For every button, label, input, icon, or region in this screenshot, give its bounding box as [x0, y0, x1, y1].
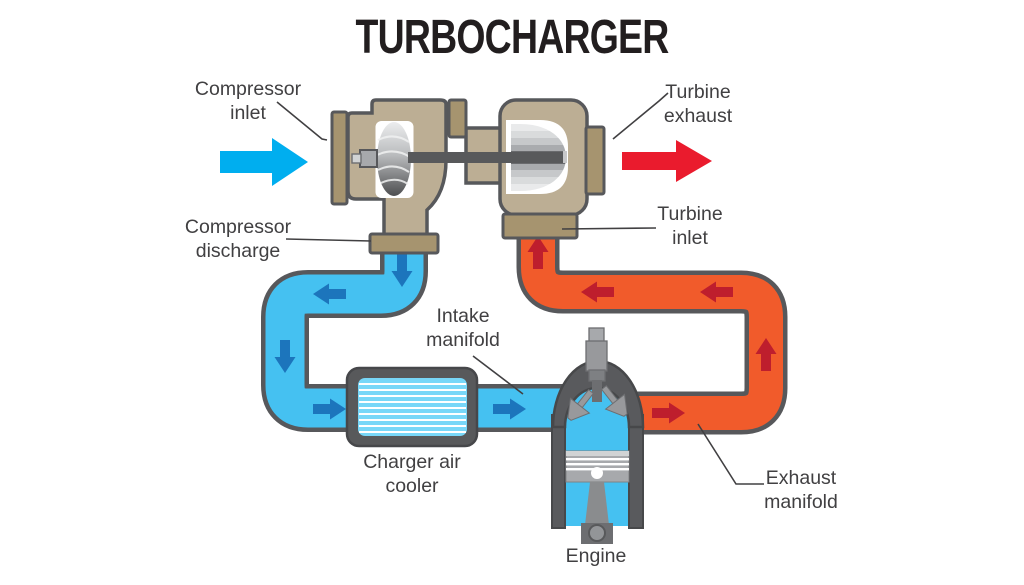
compressor-discharge-flange	[368, 232, 440, 255]
label-engine: Engine	[565, 545, 627, 567]
leader-exhaust-manifold	[697, 423, 764, 485]
spark-plug-icon	[585, 327, 608, 402]
wrist-pin	[591, 467, 603, 479]
charge-air-cooler	[345, 366, 479, 448]
label-compressor-discharge: Compressor discharge	[184, 216, 292, 262]
compressor-wheel	[376, 122, 411, 196]
exhaust-valve-icon	[600, 384, 628, 417]
cylinder-wall-right	[628, 414, 644, 529]
leader-compressor-discharge	[285, 238, 372, 242]
crank-pin	[588, 524, 606, 542]
intake-pipe-core	[265, 242, 597, 428]
exhaust-air-arrow-icon	[622, 140, 712, 182]
shaft-nose	[359, 149, 378, 168]
leader-intake-manifold	[472, 355, 524, 395]
compressor-inlet-flange	[330, 110, 349, 206]
turbine-inlet-flange	[501, 212, 579, 240]
leader-turbine-inlet	[561, 227, 657, 230]
intake-valve-icon	[567, 388, 595, 421]
diagram-title: TURBOCHARGER	[355, 11, 669, 64]
label-charger-air-cooler: Charger air cooler	[363, 451, 461, 497]
turbocharger-unit	[330, 98, 606, 255]
label-turbine-inlet: Turbine inlet	[657, 203, 723, 249]
exhaust-manifold-pipe	[516, 236, 788, 435]
connecting-rod	[585, 482, 609, 525]
label-exhaust-manifold: Exhaust manifold	[764, 467, 838, 513]
turbo-shaft	[408, 152, 566, 163]
intake-air-pipe	[261, 242, 597, 432]
shaft-end-cap	[563, 151, 567, 163]
leader-lines	[276, 92, 764, 485]
leader-compressor-inlet	[276, 101, 328, 141]
cylinder-head-dome	[551, 359, 645, 429]
cylinder-wall-left	[551, 414, 566, 529]
shaft-nose-tip	[351, 153, 362, 164]
inlet-air-arrow-icon	[220, 138, 308, 186]
leader-turbine-exhaust	[612, 92, 669, 140]
cooler-fins	[359, 383, 466, 433]
label-turbine-exhaust: Turbine exhaust	[663, 81, 733, 127]
engine	[551, 327, 645, 544]
turbine-exhaust-flange	[584, 125, 606, 196]
piston	[565, 450, 630, 483]
housing-top-tab	[447, 98, 468, 139]
label-intake-manifold: Intake manifold	[426, 305, 500, 351]
exhaust-pipe-core	[521, 236, 783, 430]
label-compressor-inlet: Compressor inlet	[194, 78, 302, 124]
